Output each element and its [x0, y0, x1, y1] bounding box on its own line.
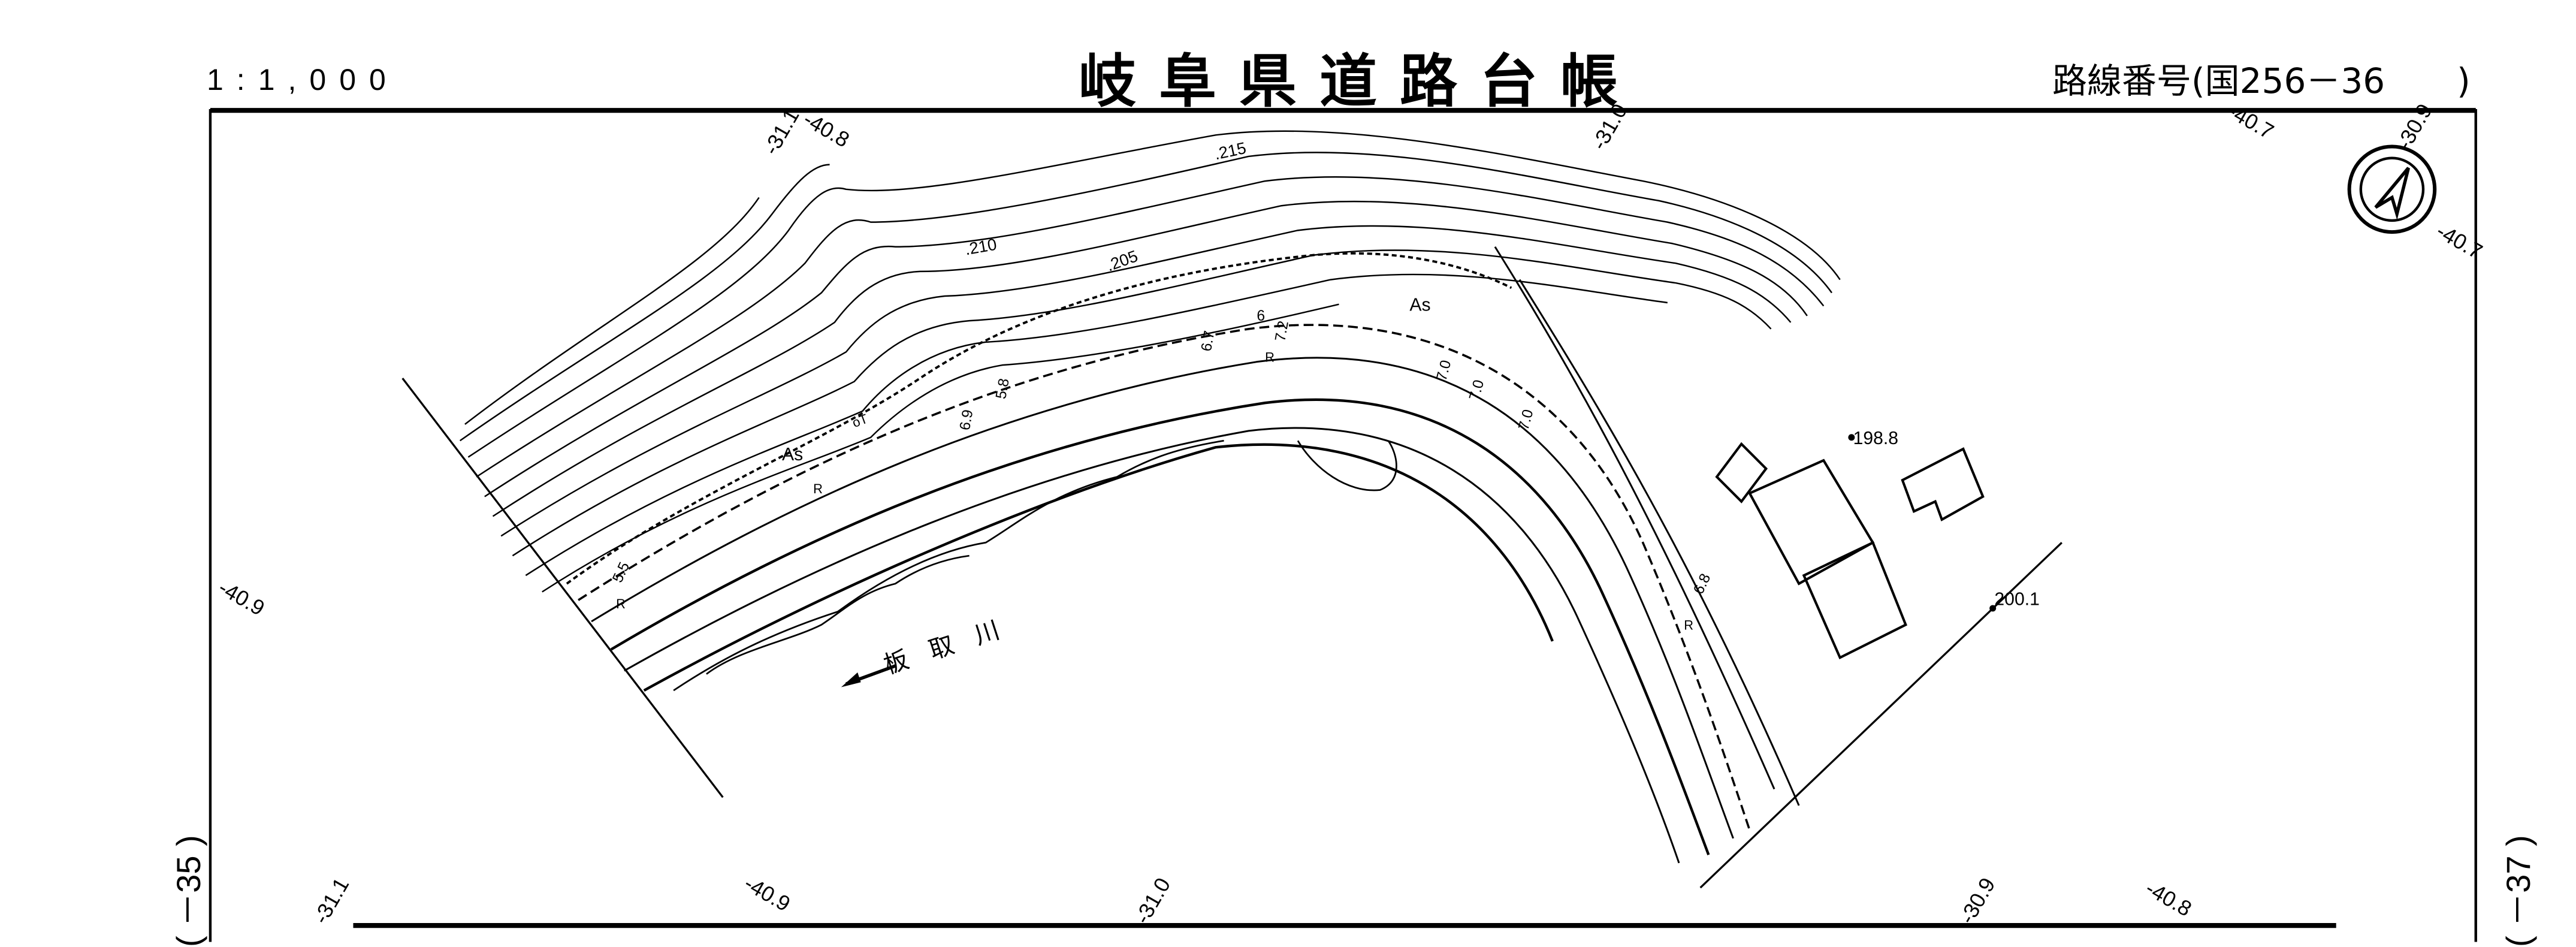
road-width-label: 7.0	[1433, 358, 1454, 382]
north-arrow-icon	[2347, 144, 2437, 234]
map-scale: 1:1,000	[207, 63, 399, 96]
route-number-value: 国256－36	[2204, 61, 2385, 101]
grid-label: -40.9	[215, 575, 268, 620]
road-marker: R	[1265, 350, 1275, 365]
river-name: 板取川	[880, 609, 1025, 679]
grid-label: -40.8	[2142, 876, 2196, 921]
road-marker: R	[616, 596, 626, 611]
road-width-label: 6.7	[1198, 330, 1218, 352]
grid-label: -31.0	[1130, 874, 1175, 928]
road-width-label: 6.8	[1690, 571, 1714, 596]
contour-label: .210	[964, 235, 998, 259]
road-marker: R	[1684, 618, 1693, 633]
surface-label: As	[782, 445, 803, 465]
road-width-label: 7.0	[1516, 408, 1537, 432]
route-number: 路線番号(国256－36)	[2052, 61, 2471, 101]
contour-lines	[459, 130, 1841, 593]
route-label: 路線番号	[2052, 61, 2192, 101]
contour-label: .205	[1104, 246, 1140, 275]
map-frame	[209, 109, 2477, 942]
road-marker: oT	[850, 411, 870, 430]
grid-label: -31.1	[309, 874, 354, 928]
river-bank-rocks	[673, 439, 1397, 692]
grid-label: -40.9	[740, 871, 794, 916]
road-marker: R	[813, 481, 823, 496]
road-width-label: 5.5	[609, 560, 633, 585]
road-width-label: 6	[1257, 308, 1265, 324]
road-width-label: 7.0	[1466, 378, 1487, 402]
grid-label: -30.9	[1955, 874, 2000, 928]
grid-label: -30.9	[2392, 99, 2437, 153]
sheet-boundary-right	[1699, 542, 2062, 889]
page-title: 岐阜県道路台帳	[1079, 48, 1641, 115]
sheet-boundary-left	[401, 378, 724, 798]
grid-label: -31.0	[1587, 99, 1632, 153]
grid-label: -40.8	[799, 107, 853, 152]
spot-height-dot	[1848, 434, 1855, 441]
grid-label: -40.7	[2432, 219, 2486, 264]
river-flow-arrowhead	[841, 672, 861, 687]
spot-height-label: 198.8	[1853, 429, 1898, 448]
contour-label: .215	[1213, 138, 1248, 163]
surface-label: As	[1409, 295, 1430, 315]
buildings	[1715, 442, 1985, 659]
spot-height-dot	[1989, 605, 1997, 612]
road-width-label: 7.2	[1272, 319, 1292, 342]
road-width-label: 6.9	[957, 408, 977, 431]
road-lines	[578, 246, 1800, 864]
spot-height-label: 200.1	[1994, 589, 2039, 609]
road-width-label: 5.8	[993, 377, 1013, 400]
grid-label: -40.7	[2224, 99, 2278, 144]
